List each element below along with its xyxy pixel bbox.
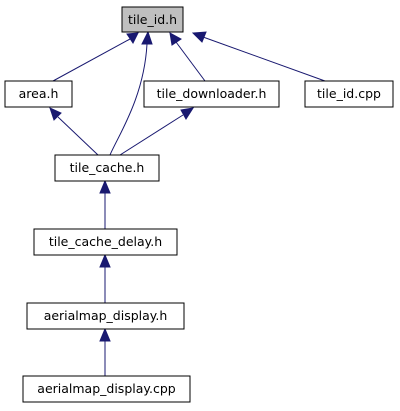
edge-tile-cache-to-tile-id	[109, 30, 153, 156]
node-label: aerialmap_display.h	[44, 308, 168, 323]
edge-aerialmap-display-h-to-tile-cache-delay	[99, 253, 111, 303]
arrowhead-icon	[99, 327, 111, 342]
edge-aerialmap-display-cpp-to-h	[99, 327, 111, 376]
edge-tile-downloader-to-tile-id	[169, 32, 206, 82]
edge-tile-id-cpp-to-tile-id	[191, 31, 326, 82]
edge-tile-cache-to-area	[49, 107, 99, 156]
node-label: aerialmap_display.cpp	[37, 381, 175, 396]
node-label: tile_id.cpp	[317, 86, 381, 101]
edges	[49, 30, 326, 376]
node-box	[304, 80, 394, 108]
node-tile-id-cpp[interactable]: tile_id.cpp	[304, 80, 394, 108]
node-label: area.h	[19, 86, 59, 101]
arrowhead-icon	[141, 30, 153, 45]
node-label: tile_cache_delay.h	[49, 234, 162, 249]
node-label: tile_cache.h	[70, 160, 145, 175]
node-tile-id-h[interactable]: tile_id.h	[121, 6, 184, 33]
arrowhead-icon	[49, 107, 62, 121]
node-tile-downloader-h[interactable]: tile_downloader.h	[143, 80, 280, 108]
node-aerialmap-display-cpp[interactable]: aerialmap_display.cpp	[22, 375, 191, 403]
node-box	[26, 302, 185, 330]
edge-tile-cache-to-tile-downloader	[119, 107, 195, 156]
node-box	[121, 6, 184, 33]
node-box	[54, 154, 160, 182]
node-label: tile_downloader.h	[157, 86, 267, 101]
node-aerialmap-display-h[interactable]: aerialmap_display.h	[26, 302, 185, 330]
edge-area-to-tile-id	[52, 32, 139, 82]
node-tile-cache-h[interactable]: tile_cache.h	[54, 154, 160, 182]
arrowhead-icon	[99, 179, 111, 194]
edge-tile-cache-delay-to-tile-cache	[99, 179, 111, 229]
node-box	[143, 80, 280, 108]
arrowhead-icon	[126, 32, 139, 44]
arrowhead-icon	[169, 32, 182, 46]
node-label: tile_id.h	[128, 12, 177, 27]
node-area-h[interactable]: area.h	[4, 80, 73, 108]
arrowhead-icon	[191, 31, 207, 43]
node-box	[4, 80, 73, 108]
node-box	[22, 375, 191, 403]
node-tile-cache-delay-h[interactable]: tile_cache_delay.h	[33, 228, 178, 256]
arrowhead-icon	[180, 107, 195, 120]
node-box	[33, 228, 178, 256]
arrowhead-icon	[99, 253, 111, 268]
